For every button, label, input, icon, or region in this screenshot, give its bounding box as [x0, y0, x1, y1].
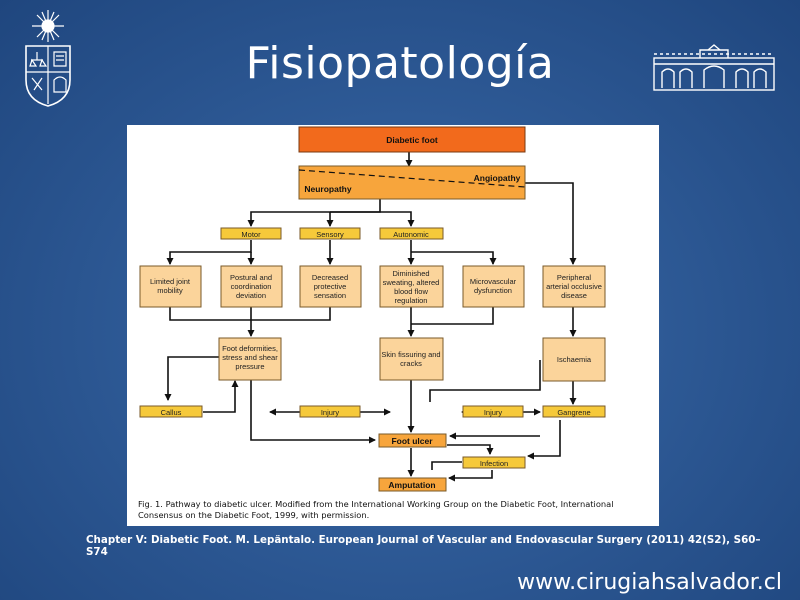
svg-text:Decreased: Decreased: [312, 273, 348, 282]
svg-text:Foot ulcer: Foot ulcer: [391, 436, 433, 446]
decreased-sensation-box: Decreased protective sensation: [299, 265, 362, 308]
university-seal-icon: [25, 10, 71, 107]
svg-text:coordination: coordination: [231, 282, 272, 291]
svg-text:Amputation: Amputation: [388, 480, 435, 490]
foot-deformities-box: Foot deformities, stress and shear press…: [218, 337, 282, 381]
ischaemia-box: Ischaemia: [542, 337, 606, 382]
svg-text:Diminished: Diminished: [392, 269, 429, 278]
slide-title: Fisiopatología: [245, 38, 555, 89]
amputation-box: Amputation: [378, 477, 447, 492]
svg-text:Gangrene: Gangrene: [557, 408, 590, 417]
figure-panel: Diabetic foot Angiopathy Neuropathy Moto…: [127, 125, 659, 526]
diabetic-foot-box: Diabetic foot: [298, 126, 526, 153]
connector-lines: [164, 152, 577, 482]
label-gangrene: Gangrene: [542, 405, 606, 418]
svg-text:deviation: deviation: [236, 291, 266, 300]
skin-fissuring-box: Skin fissuring and cracks: [379, 337, 444, 381]
svg-text:Infection: Infection: [480, 459, 508, 468]
svg-text:pressure: pressure: [235, 362, 264, 371]
svg-text:Injury: Injury: [321, 408, 340, 417]
microvascular-box: Microvascular dysfunction: [462, 265, 525, 308]
svg-text:Peripheral: Peripheral: [557, 273, 592, 282]
label-injury-right: Injury: [462, 405, 524, 418]
svg-text:Postural and: Postural and: [230, 273, 272, 282]
building-facade-icon: [653, 44, 775, 91]
citation: Chapter V: Diabetic Foot. M. Lepäntalo. …: [86, 534, 761, 558]
svg-text:Diabetic foot: Diabetic foot: [386, 135, 438, 145]
diminished-sweating-box: Diminished sweating, altered blood flow …: [379, 265, 444, 308]
svg-text:Ischaemia: Ischaemia: [557, 355, 592, 364]
svg-text:mobility: mobility: [157, 286, 183, 295]
svg-text:blood flow: blood flow: [394, 287, 428, 296]
svg-text:regulation: regulation: [395, 296, 428, 305]
limited-joint-box: Limited joint mobility: [139, 265, 202, 308]
svg-text:arterial occlusive: arterial occlusive: [546, 282, 602, 291]
svg-text:Injury: Injury: [484, 408, 503, 417]
label-motor: Motor: [220, 227, 282, 240]
svg-text:protective: protective: [314, 282, 347, 291]
pathway-diagram: Diabetic foot Angiopathy Neuropathy Moto…: [139, 126, 606, 492]
svg-text:sensation: sensation: [314, 291, 346, 300]
svg-text:dysfunction: dysfunction: [474, 286, 512, 295]
svg-text:Neuropathy: Neuropathy: [304, 184, 352, 194]
peripheral-arterial-box: Peripheral arterial occlusive disease: [542, 265, 606, 308]
svg-text:Microvascular: Microvascular: [470, 277, 517, 286]
foot-ulcer-box: Foot ulcer: [378, 433, 447, 448]
svg-text:Sensory: Sensory: [316, 230, 344, 239]
angiopathy-neuropathy-box: Angiopathy Neuropathy: [298, 165, 526, 200]
svg-text:Foot deformities,: Foot deformities,: [222, 344, 278, 353]
svg-text:Motor: Motor: [241, 230, 261, 239]
svg-text:Limited joint: Limited joint: [150, 277, 191, 286]
postural-box: Postural and coordination deviation: [220, 265, 283, 308]
svg-text:sweating, altered: sweating, altered: [383, 278, 440, 287]
svg-text:stress and shear: stress and shear: [222, 353, 278, 362]
svg-text:Angiopathy: Angiopathy: [474, 173, 521, 183]
label-infection: Infection: [462, 456, 526, 469]
label-sensory: Sensory: [299, 227, 361, 240]
label-injury-left: Injury: [299, 405, 361, 418]
figure-caption: Fig. 1. Pathway to diabetic ulcer. Modif…: [138, 499, 614, 520]
svg-text:Skin fissuring and: Skin fissuring and: [381, 350, 440, 359]
svg-text:Callus: Callus: [161, 408, 182, 417]
website-url: www.cirugiahsalvador.cl: [517, 570, 782, 595]
label-autonomic: Autonomic: [379, 227, 444, 240]
svg-text:disease: disease: [561, 291, 587, 300]
label-callus: Callus: [139, 405, 203, 418]
svg-text:cracks: cracks: [400, 359, 422, 368]
svg-text:Autonomic: Autonomic: [393, 230, 429, 239]
